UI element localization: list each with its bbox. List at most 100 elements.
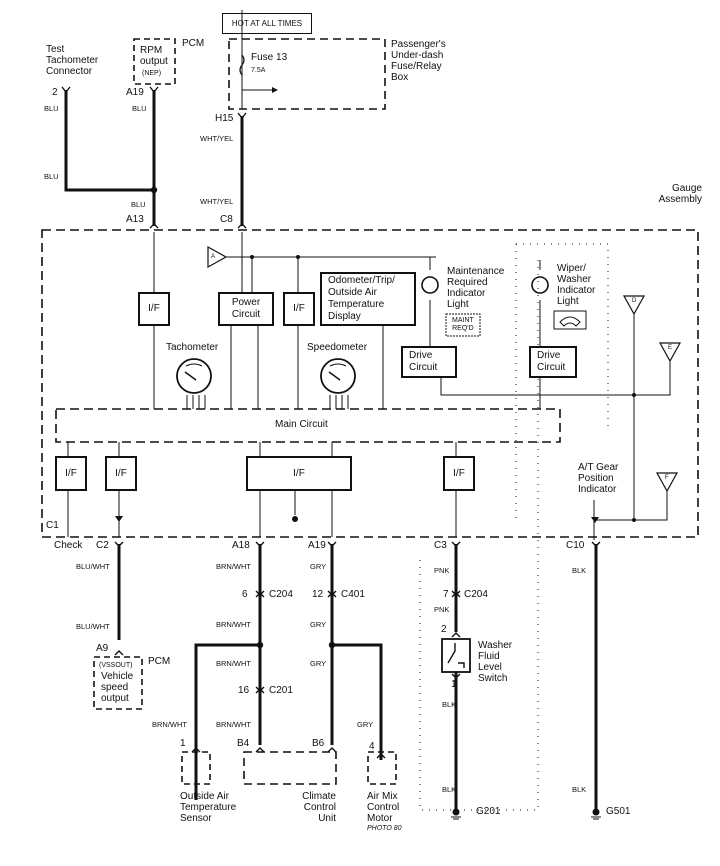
- connector-label: C204: [269, 589, 293, 600]
- maint-tag-box: [445, 313, 481, 337]
- ref-e-triangle: [658, 342, 682, 363]
- wire-color: BRN/WHT: [216, 620, 251, 629]
- connector-label: C201: [269, 685, 293, 696]
- pin-label: 4: [369, 741, 375, 752]
- pin-label: 1: [451, 679, 457, 690]
- wire-color: GRY: [357, 720, 374, 729]
- pin-label: A9: [96, 643, 109, 654]
- if-block-c2: I/F: [105, 456, 137, 491]
- wire-color: BLU/WHT: [76, 622, 110, 631]
- ref-a-triangle: [207, 245, 228, 269]
- hot-at-all-times-label: HOT AT ALL TIMES: [222, 13, 312, 34]
- if-block-c3: I/F: [443, 456, 475, 491]
- internal-ground-icon: [292, 516, 298, 522]
- pin-label: 6: [242, 589, 248, 600]
- odometer-display-block: Odometer/Trip/ Outside Air Temperature D…: [320, 272, 416, 326]
- ref-e: E: [668, 345, 673, 351]
- wire-color: BRN/WHT: [216, 562, 251, 571]
- main-circuit-label: Main Circuit: [275, 419, 328, 430]
- g201-label: G201: [476, 806, 501, 817]
- pin-label: A18: [232, 540, 250, 551]
- wiper-icon-box: [553, 310, 587, 330]
- pin-label: Check: [54, 540, 83, 551]
- pin-label: A19: [308, 540, 326, 551]
- ref-a: A: [211, 254, 216, 260]
- wire-color: PNK: [434, 605, 450, 614]
- wiper-light-label: Wiper/ Washer Indicator Light: [557, 263, 596, 307]
- vssout-label: (VSSOUT): [99, 662, 133, 669]
- air-mix-label: Air Mix Control Motor: [367, 791, 400, 824]
- maint-light-label: Maintenance Required Indicator Light: [447, 266, 505, 310]
- if-block-speedo: I/F: [283, 292, 315, 326]
- climate-unit-label: Climate Control Unit: [302, 791, 336, 824]
- speedometer-label: Speedometer: [307, 342, 368, 353]
- wiper-region-outline: [419, 243, 609, 811]
- power-circuit-block: Power Circuit: [218, 292, 274, 326]
- pin-label: 7: [443, 589, 449, 600]
- wire-color: BLK: [442, 700, 457, 709]
- wire-color: GRY: [310, 620, 327, 629]
- fuse-box-outline: [228, 38, 386, 110]
- ref-d: D: [632, 298, 637, 304]
- connector-label: C401: [341, 589, 365, 600]
- tachometer-gauge: [176, 358, 212, 394]
- wire-color: GRY: [310, 562, 327, 571]
- vehicle-speed-output-label: Vehicle speed output: [101, 671, 134, 704]
- g501-label: G501: [606, 806, 631, 817]
- wire-color: WHT/YEL: [200, 197, 234, 206]
- wire-color: BLU/WHT: [76, 562, 110, 571]
- wire-color: BRN/WHT: [216, 659, 251, 668]
- drive-circuit-maint: Drive Circuit: [401, 346, 457, 378]
- fuse-rating: 7.5A: [251, 67, 266, 74]
- drive-circuit-wiper: Drive Circuit: [529, 346, 577, 378]
- speedometer-gauge: [320, 358, 356, 394]
- wiper-lamp: [531, 276, 549, 294]
- pin-label: H15: [215, 113, 234, 124]
- ref-d-triangle: [622, 295, 646, 316]
- wire-color: BLU: [132, 104, 147, 113]
- washer-switch-box: [441, 638, 471, 673]
- main-circuit-outline: [55, 408, 561, 443]
- pcm-bottom-outline: [93, 656, 143, 710]
- rpm-output-sub: (NEP): [142, 70, 162, 77]
- wire-color: GRY: [310, 659, 327, 668]
- if-block-climate: I/F: [246, 456, 352, 491]
- if-block-check: I/F: [55, 456, 87, 491]
- g501-ground-icon: [592, 808, 600, 816]
- wire-color: BLK: [442, 785, 457, 794]
- pin-label: 1: [180, 738, 186, 749]
- maint-lamp: [421, 276, 439, 294]
- ref-f-triangle: [655, 472, 679, 493]
- pin-label: 12: [312, 589, 324, 600]
- pcm-top-label: PCM: [182, 38, 205, 49]
- connector-label: C204: [464, 589, 488, 600]
- oat-sensor-label: Outside Air Temperature Sensor: [180, 791, 237, 824]
- wire-color: BLU: [44, 172, 59, 181]
- pin-label: A19: [126, 87, 144, 98]
- rpm-output-label: RPM output: [140, 45, 168, 67]
- climate-unit-outline: [243, 751, 337, 785]
- pin-label: C1: [46, 520, 59, 531]
- wire-color: PNK: [434, 566, 450, 575]
- pcm-top-outline: [133, 38, 176, 85]
- pin-label: 2: [52, 87, 58, 98]
- pcm-bottom-label: PCM: [148, 656, 171, 667]
- photo-ref: PHOTO 80: [367, 825, 402, 832]
- pin-label: 16: [238, 685, 250, 696]
- pin-label: 2: [441, 624, 447, 635]
- wire-color: BRN/WHT: [216, 720, 251, 729]
- washer-switch-label: Washer Fluid Level Switch: [478, 640, 513, 684]
- wire-color: BLK: [572, 785, 587, 794]
- pin-label: C8: [220, 214, 233, 225]
- maint-tag-label: MAINT REQ'D: [452, 317, 474, 332]
- ref-f: F: [665, 475, 669, 481]
- pin-label: C3: [434, 540, 447, 551]
- pin-label: B4: [237, 738, 250, 749]
- air-mix-outline: [367, 751, 397, 785]
- oat-sensor-outline: [181, 751, 211, 785]
- fuse-box-label: Passenger's Under-dash Fuse/Relay Box: [391, 39, 446, 83]
- g201-ground-icon: [452, 808, 460, 816]
- tachometer-label: Tachometer: [166, 342, 219, 353]
- wire-color: BRN/WHT: [152, 720, 187, 729]
